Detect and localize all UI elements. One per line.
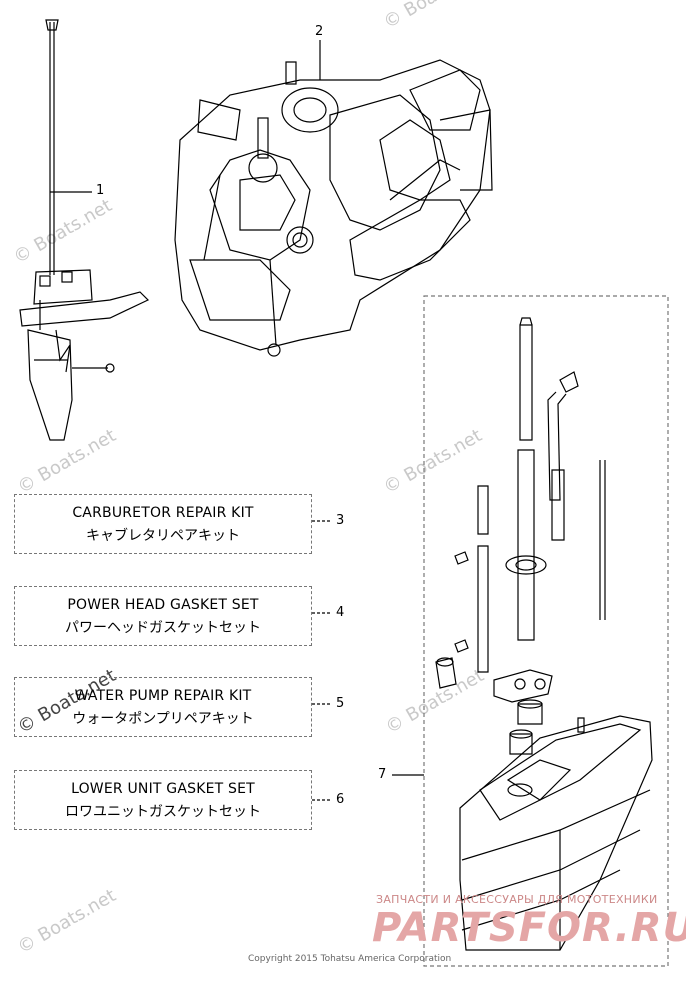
kit-name-jp: パワーヘッドガスケットセット: [65, 620, 261, 636]
lower-unit-assembly: [19, 19, 150, 441]
drive-shaft-parts: [435, 317, 606, 755]
kit-box-water-pump: WATER PUMP REPAIR KIT ウォータポンプリペアキット: [14, 677, 312, 737]
kit-box-lower-unit: LOWER UNIT GASKET SET ロワユニットガスケットセット: [14, 770, 312, 830]
callout-6: 6: [336, 792, 345, 807]
kit-name-en: LOWER UNIT GASKET SET: [71, 781, 255, 797]
kit-name-jp: ウォータポンプリペアキット: [72, 711, 254, 727]
kit-name-en: CARBURETOR REPAIR KIT: [72, 505, 254, 521]
power-head-assembly: [174, 59, 493, 357]
copyright-text: Copyright 2015 Tohatsu America Corporati…: [248, 954, 452, 964]
kit-name-en: POWER HEAD GASKET SET: [67, 597, 259, 613]
kit-name-en: WATER PUMP REPAIR KIT: [74, 688, 252, 704]
callout-4: 4: [336, 605, 345, 620]
callout-2: 2: [315, 24, 324, 39]
kit-box-carburetor: CARBURETOR REPAIR KIT キャブレタリペアキット: [14, 494, 312, 554]
callout-1: 1: [96, 183, 105, 198]
callout-5: 5: [336, 696, 345, 711]
brand-tagline: ЗАПЧАСТИ И АКСЕССУАРЫ ДЛЯ МОТОТЕХНИКИ: [376, 893, 658, 906]
kit-name-jp: ロワユニットガスケットセット: [65, 804, 261, 820]
item-7-group-box: [423, 295, 669, 967]
callout-7: 7: [378, 767, 387, 782]
extension-housing: [459, 715, 653, 951]
kit-box-power-head: POWER HEAD GASKET SET パワーヘッドガスケットセット: [14, 586, 312, 646]
callout-3: 3: [336, 513, 345, 528]
brand-logo-text: PARTSFOR.RU: [372, 905, 686, 951]
kit-name-jp: キャブレタリペアキット: [86, 528, 240, 544]
